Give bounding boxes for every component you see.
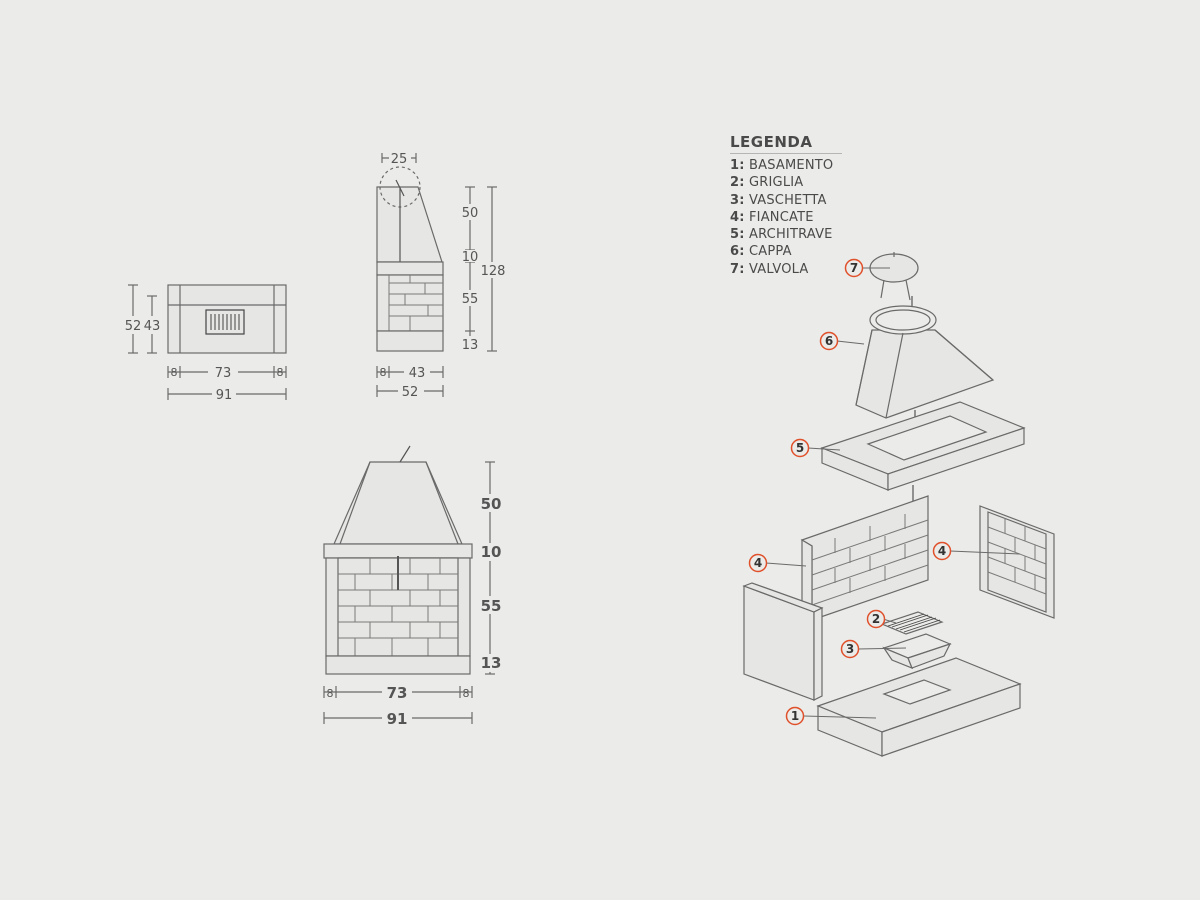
top-width-total: 91 — [216, 388, 233, 403]
side-height-4: 13 — [462, 338, 479, 353]
callout-5-label: 5 — [796, 441, 804, 455]
legend-item-num: 2: — [730, 175, 745, 191]
legend-item-label: ARCHITRAVE — [749, 227, 833, 243]
front-height-2: 10 — [481, 543, 502, 561]
left-wall-part — [742, 582, 824, 701]
legend: LEGENDA 1: BASAMENTO 2: GRIGLIA 3: VASCH… — [730, 133, 842, 278]
callout-6: 6 — [819, 331, 839, 351]
side-height-3: 55 — [462, 292, 479, 307]
legend-item: 6: CAPPA — [730, 243, 842, 260]
tray-part — [882, 633, 952, 670]
legend-title: LEGENDA — [730, 133, 842, 154]
front-width-total: 91 — [387, 710, 408, 728]
side-bricks — [388, 275, 443, 331]
callout-2-label: 2 — [872, 612, 880, 626]
legend-item-label: VASCHETTA — [749, 192, 827, 208]
callout-4-right: 4 — [932, 541, 952, 561]
top-height-outer: 52 — [125, 319, 142, 334]
callout-7: 7 — [844, 258, 864, 278]
callout-4a-label: 4 — [754, 556, 762, 570]
side-width-left: 8 — [380, 366, 387, 379]
legend-item: 1: BASAMENTO — [730, 157, 842, 174]
side-height-2: 10 — [462, 250, 479, 265]
callout-leaders — [765, 267, 1021, 719]
legend-item-num: 7: — [730, 261, 745, 277]
hood-part — [855, 305, 995, 419]
base-part — [816, 657, 1022, 757]
front-height-4: 13 — [481, 654, 502, 672]
callout-7-label: 7 — [850, 261, 858, 275]
callout-3: 3 — [840, 639, 860, 659]
callout-6-label: 6 — [825, 334, 833, 348]
legend-item-label: BASAMENTO — [749, 158, 834, 173]
side-height-total: 128 — [481, 264, 506, 279]
legend-item-num: 4: — [730, 209, 745, 225]
legend-item-num: 5: — [730, 227, 745, 243]
legend-item: 5: ARCHITRAVE — [730, 226, 842, 243]
exploded-view — [742, 252, 1055, 757]
side-width-mid: 43 — [409, 366, 426, 381]
side-height-1: 50 — [462, 206, 479, 221]
legend-item-label: CAPPA — [749, 244, 792, 260]
legend-item: 2: GRIGLIA — [730, 174, 842, 191]
callout-2: 2 — [866, 609, 886, 629]
side-pipe-width: 25 — [391, 152, 408, 167]
legend-item-label: GRIGLIA — [749, 175, 804, 191]
legend-item-num: 6: — [730, 244, 745, 260]
legend-item: 4: FIANCATE — [730, 209, 842, 226]
lintel-part — [820, 401, 1026, 491]
right-wall-part — [979, 505, 1055, 619]
callout-1-label: 1 — [791, 709, 799, 723]
top-width-left: 8 — [171, 366, 178, 379]
top-width-right: 8 — [277, 366, 284, 379]
legend-item-label: VALVOLA — [749, 261, 809, 277]
front-width-mid: 73 — [387, 684, 408, 702]
front-height-1: 50 — [481, 495, 502, 513]
legend-item: 7: VALVOLA — [730, 261, 842, 278]
callout-4b-label: 4 — [938, 544, 946, 558]
back-wall-part — [800, 495, 929, 621]
grill-part — [880, 611, 944, 635]
side-view — [376, 153, 497, 397]
top-view — [128, 284, 287, 400]
legend-item-num: 3: — [730, 192, 745, 208]
legend-item: 3: VASCHETTA — [730, 192, 842, 209]
callout-3-label: 3 — [846, 642, 854, 656]
front-view — [323, 445, 495, 724]
top-width-mid: 73 — [215, 366, 232, 381]
top-height-inner: 43 — [144, 319, 161, 334]
valve-part — [869, 252, 919, 301]
front-width-right: 8 — [463, 687, 470, 700]
callout-5: 5 — [790, 438, 810, 458]
callout-4-left: 4 — [748, 553, 768, 573]
side-width-total: 52 — [402, 385, 419, 400]
front-width-left: 8 — [327, 687, 334, 700]
legend-item-label: FIANCATE — [749, 209, 814, 225]
callout-1: 1 — [785, 706, 805, 726]
front-height-3: 55 — [481, 597, 502, 615]
legend-item-num: 1: — [730, 158, 745, 173]
grill-slots — [210, 314, 240, 330]
